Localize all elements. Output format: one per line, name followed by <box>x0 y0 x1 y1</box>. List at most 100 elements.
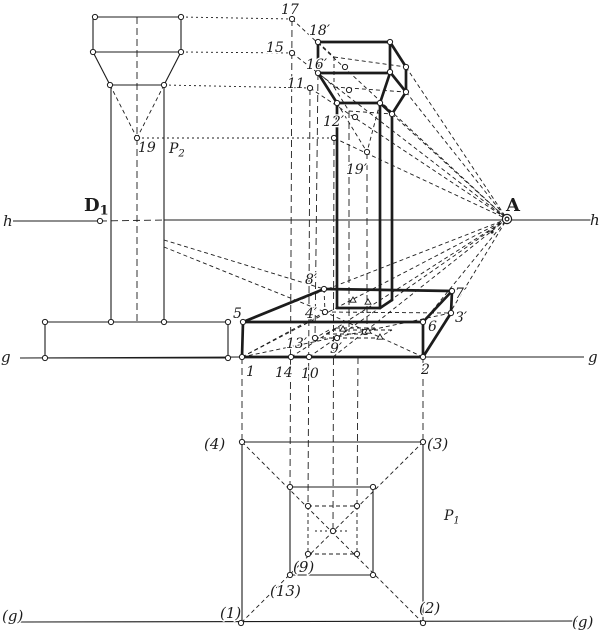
construction-line <box>333 86 407 93</box>
label-15: 15 <box>266 40 284 56</box>
construction-line <box>242 218 508 323</box>
label-2-paren: (2) <box>419 599 440 617</box>
vertex-circle <box>238 353 246 361</box>
construction-line <box>332 218 508 358</box>
vertex-circle <box>345 86 353 94</box>
vertex-circle <box>238 438 246 446</box>
vertex-circle <box>160 318 168 326</box>
vertex-circle <box>177 48 185 56</box>
label-18p: 18′ <box>309 23 331 39</box>
label-1: 1 <box>246 364 255 380</box>
vertex-circle <box>177 13 185 21</box>
construction-line <box>356 356 359 507</box>
label-7p: 7′ <box>455 286 468 302</box>
label-P2: P2 <box>168 141 185 160</box>
object-edge-line <box>378 298 394 310</box>
construction-line <box>391 113 508 220</box>
vertex-circle <box>419 438 427 446</box>
object-edge-line <box>378 71 392 105</box>
label-D: D1 <box>84 195 109 219</box>
object-edge-line <box>421 289 454 324</box>
label-14: 14 <box>275 365 293 381</box>
construction-line <box>366 102 381 153</box>
vertex-circle <box>286 571 294 579</box>
auxiliary-triangle-marker <box>376 333 384 340</box>
vertex-circle <box>386 68 394 76</box>
vertex-circle <box>305 353 313 361</box>
object-edge-line <box>241 287 326 324</box>
construction-line <box>348 110 393 115</box>
vertex-circle <box>419 619 427 627</box>
vertex-circle <box>41 354 49 362</box>
vertex-circle <box>314 69 322 77</box>
label-1-paren: (1) <box>220 604 241 622</box>
object-edge-line <box>388 70 408 94</box>
construction-line <box>336 102 368 153</box>
label-A: A <box>505 195 521 216</box>
construction-line <box>323 288 326 313</box>
construction-line <box>163 239 325 290</box>
label-9-paren: (9) <box>293 558 314 576</box>
construction-line <box>314 72 319 339</box>
construction-line <box>163 246 326 313</box>
vertex-circle <box>447 309 455 317</box>
label-g-left: g <box>1 348 11 366</box>
construction-line <box>317 41 335 58</box>
vertex-circle <box>107 318 115 326</box>
vertex-circle <box>304 502 312 510</box>
construction-line <box>99 219 165 222</box>
perspective-object-lines <box>240 40 454 359</box>
vertex-circle <box>419 353 427 361</box>
construction-line <box>308 218 508 358</box>
auxiliary-triangle-marker <box>339 325 347 332</box>
auxiliary-triangle-marker <box>349 296 357 303</box>
vertex-circle <box>388 110 396 118</box>
vertex-circle <box>133 134 141 142</box>
construction-line <box>332 137 335 532</box>
construction-line <box>333 56 407 68</box>
outline-line <box>19 620 578 623</box>
label-5: 5 <box>233 306 242 322</box>
vertex-circle <box>353 550 361 558</box>
object-edge-line <box>449 289 454 315</box>
label-19: 19 <box>138 140 156 156</box>
vanishing-point-A-marker-inner <box>504 216 510 222</box>
object-edge-line <box>388 40 408 69</box>
vertex-circle <box>106 81 114 89</box>
construction-line <box>180 51 293 54</box>
label-12p: 12′ <box>323 114 345 130</box>
vertex-circle <box>286 483 294 491</box>
construction-line <box>405 91 508 220</box>
auxiliary-triangle-marker <box>364 298 372 305</box>
vertex-circle <box>376 99 384 107</box>
vertex-circle <box>287 353 295 361</box>
construction-line <box>314 329 330 339</box>
vertex-circle <box>353 502 361 510</box>
construction-line <box>333 86 350 112</box>
vertex-circle <box>333 334 341 342</box>
outline-line <box>163 51 182 86</box>
label-g-right: g <box>588 348 598 366</box>
construction-dot <box>490 230 494 234</box>
construction-line <box>405 66 508 220</box>
vertex-circle <box>89 48 97 56</box>
vertex-circle <box>369 571 377 579</box>
vertex-circle <box>91 13 99 21</box>
vertex-circle <box>288 15 296 23</box>
vertex-circle <box>306 84 314 92</box>
construction-line <box>163 84 311 89</box>
label-4p: 4′ <box>304 306 318 322</box>
label-h-right: h <box>590 211 600 229</box>
vertex-circle <box>304 550 312 558</box>
vertex-markers <box>41 13 513 627</box>
construction-line <box>324 311 424 358</box>
construction-line <box>333 137 508 220</box>
outline-line <box>92 51 111 86</box>
label-3p: 3′ <box>455 310 468 326</box>
label-10: 10 <box>301 366 319 382</box>
object-edge-line <box>390 90 408 116</box>
label-6: 6 <box>428 319 437 335</box>
construction-line <box>289 18 293 488</box>
